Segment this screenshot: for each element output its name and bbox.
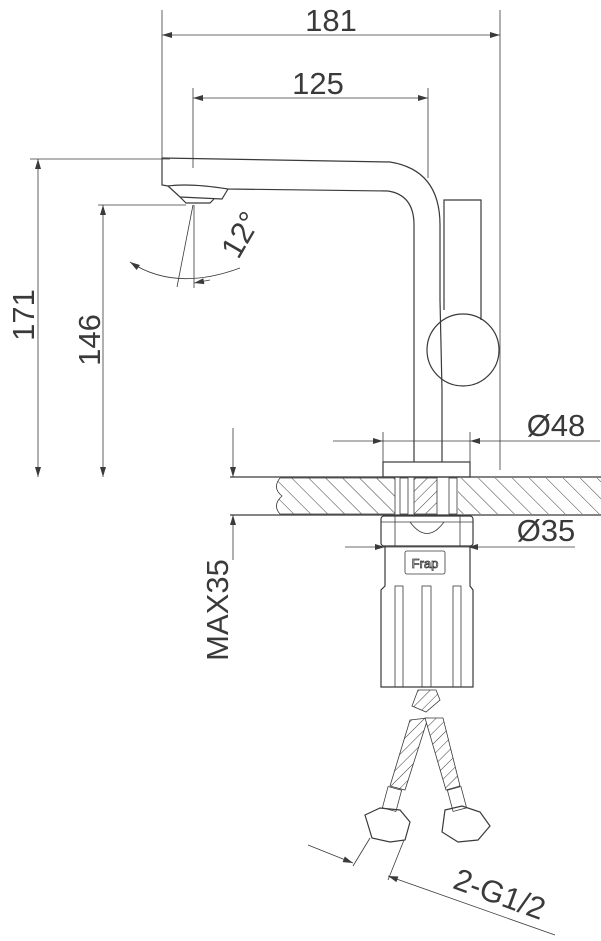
dimension-spout-reach: 125 bbox=[192, 66, 429, 178]
label-2-g1-2: 2-G1/2 bbox=[449, 861, 550, 926]
dimension-total-height: 171 bbox=[6, 158, 170, 477]
dimension-max-counter-thickness: MAX35 bbox=[200, 428, 236, 661]
logo-text: Frap bbox=[412, 556, 439, 571]
label-12-degrees: 12° bbox=[214, 206, 268, 264]
dimension-hose-connection: 2-G1/2 bbox=[307, 837, 556, 936]
dimension-total-reach: 181 bbox=[161, 3, 501, 470]
label-146: 146 bbox=[72, 314, 107, 366]
handle-ball bbox=[426, 313, 500, 387]
label-max35: MAX35 bbox=[200, 559, 235, 661]
label-181: 181 bbox=[305, 3, 357, 38]
supply-hoses bbox=[364, 689, 491, 843]
dimension-spout-height: 146 bbox=[72, 204, 186, 477]
dimension-base-diameter: Ø48 bbox=[333, 408, 600, 462]
handle-lever bbox=[443, 199, 482, 320]
dimension-spout-angle: 12° bbox=[129, 204, 268, 288]
base-plate bbox=[382, 461, 471, 478]
label-diameter-48: Ø48 bbox=[527, 408, 586, 443]
frap-logo: Frap bbox=[404, 550, 446, 575]
hose-nut-left bbox=[364, 807, 411, 843]
mounting-nut: Frap bbox=[380, 515, 474, 688]
label-171: 171 bbox=[6, 289, 41, 341]
dimension-shank-diameter: Ø35 bbox=[345, 513, 576, 550]
label-125: 125 bbox=[292, 66, 344, 101]
label-diameter-35: Ø35 bbox=[517, 513, 576, 548]
countertop-section bbox=[230, 476, 601, 516]
hose-nut-right bbox=[441, 805, 491, 843]
faucet-body bbox=[161, 157, 500, 478]
